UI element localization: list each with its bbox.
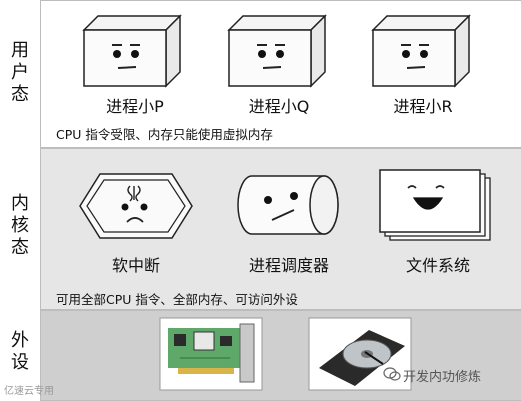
kernel-mode-label-char: 核 — [11, 215, 29, 236]
process-p-label: 进程小P — [106, 97, 164, 116]
soft-interrupt-hexagon-icon — [79, 173, 193, 239]
hardware-label-char: 设 — [11, 352, 29, 373]
process-r-label: 进程小R — [393, 97, 453, 116]
process-q-label: 进程小Q — [248, 97, 310, 116]
user-mode-label-char: 态 — [11, 84, 29, 105]
kernel-mode-note: 可用全部CPU 指令、全部内存、可访问外设 — [56, 292, 298, 307]
process-r-box-icon — [371, 14, 471, 88]
process-scheduler-cylinder-icon — [237, 175, 339, 235]
watermark-right: 开发内功修炼 — [403, 370, 482, 385]
wechat-icon — [383, 367, 401, 381]
file-system-label: 文件系统 — [405, 256, 470, 275]
process-scheduler-label: 进程调度器 — [248, 256, 329, 275]
process-p-box-icon — [82, 14, 182, 88]
user-mode-note: CPU 指令受限、内存只能使用虚拟内存 — [56, 127, 273, 142]
kernel-mode-label: 内 核 态 — [0, 193, 40, 259]
watermark-left: 亿速云专用 — [4, 386, 54, 397]
kernel-mode-label-char: 内 — [11, 193, 29, 214]
process-q-box-icon — [227, 14, 327, 88]
hardware-band — [40, 310, 521, 401]
network-card-icon — [159, 317, 263, 391]
hardware-label-char: 外 — [11, 330, 29, 351]
kernel-mode-label-char: 态 — [11, 237, 29, 258]
hardware-label: 外 设 — [0, 330, 40, 374]
hard-disk-icon — [308, 317, 412, 391]
user-mode-label-char: 户 — [11, 62, 29, 83]
file-system-pages-icon — [379, 169, 491, 241]
soft-interrupt-label: 软中断 — [111, 256, 160, 275]
user-mode-label: 用 户 态 — [0, 40, 40, 106]
user-mode-label-char: 用 — [11, 40, 29, 61]
